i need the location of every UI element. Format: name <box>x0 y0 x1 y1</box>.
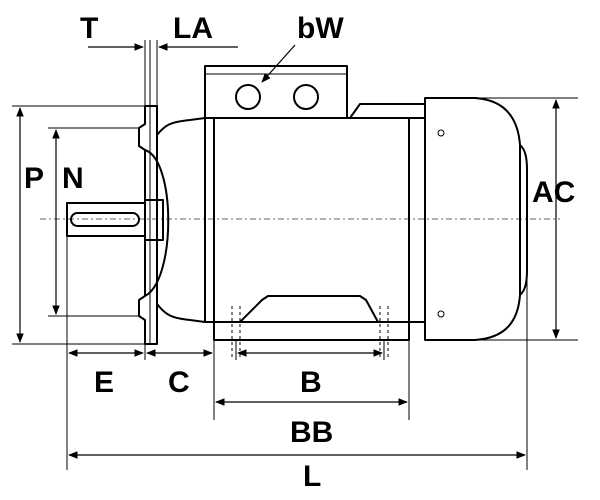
label-E: E <box>94 366 114 399</box>
label-T: T <box>80 12 98 45</box>
fan-cover-cap <box>519 144 528 296</box>
stator-frame <box>204 117 426 323</box>
dimension-lines <box>12 40 578 470</box>
label-AC: AC <box>532 176 575 209</box>
label-L: L <box>303 460 321 493</box>
frame-neck <box>156 117 206 323</box>
flange-plate <box>138 105 158 345</box>
label-P: P <box>24 162 44 195</box>
shaft <box>66 199 164 241</box>
label-C: C <box>168 366 190 399</box>
label-LA: LA <box>173 12 213 45</box>
dimension-labels: T LA bW P N AC E C B BB L <box>24 12 575 493</box>
label-BB: BB <box>290 416 333 449</box>
label-bW: bW <box>297 12 344 45</box>
label-N: N <box>62 162 84 195</box>
motor-foot <box>213 295 410 360</box>
fan-cover-screws <box>437 129 445 318</box>
terminal-box <box>204 65 348 119</box>
rear-shoulder <box>349 103 426 119</box>
label-B: B <box>300 366 322 399</box>
dim-bW-leader <box>261 44 296 83</box>
flange-spigot <box>144 149 170 297</box>
